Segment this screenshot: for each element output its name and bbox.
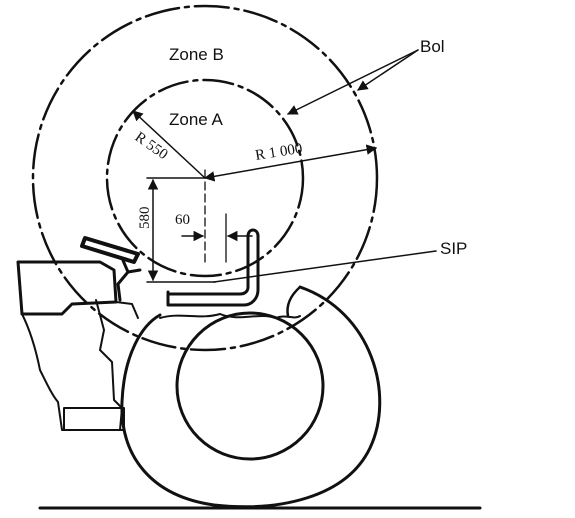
dimension-60-label: 60 [175,212,190,228]
radius-large-label: R 1 000 [254,141,303,164]
dimension-60 [181,213,253,263]
bol-leaders [287,49,419,115]
fender-edge [159,313,301,319]
radius-small-label: R 550 [132,129,171,163]
radius-line-small [132,110,206,179]
tractor-body [16,260,139,431]
steering-assembly [80,236,142,302]
dimension-580-label: 580 [137,207,153,230]
zone-b-label: Zone B [169,45,224,64]
bol-label: Bol [420,37,445,56]
radius-line-large [203,144,378,182]
zone-a-label: Zone A [169,110,224,129]
sip-label: SIP [440,239,467,258]
sip-leader [213,250,437,283]
dimension-580 [146,177,216,283]
seat [166,228,260,307]
rear-wheel [120,285,382,509]
